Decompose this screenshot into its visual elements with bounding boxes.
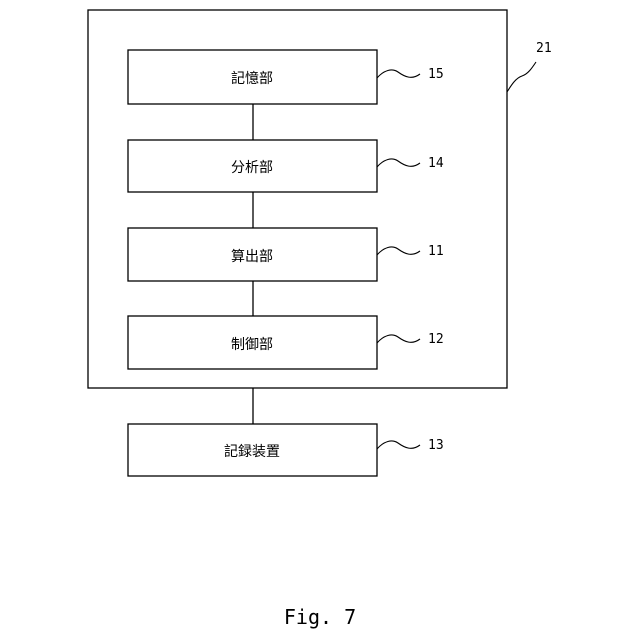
block-analysis-unit-label: 分析部 xyxy=(231,160,273,176)
container-ref-leader xyxy=(507,62,536,92)
block-calculation-unit-label: 算出部 xyxy=(231,249,273,265)
figure-caption: Fig. 7 xyxy=(284,605,356,629)
container-ref-number: 21 xyxy=(536,41,552,56)
block-recording-device-label: 記録装置 xyxy=(224,443,280,460)
block-control-unit-label: 制御部 xyxy=(231,337,273,353)
block-storage-unit-ref: 15 xyxy=(428,67,444,82)
block-storage-unit-label: 記憶部 xyxy=(231,70,273,87)
block-control-unit-leader xyxy=(377,335,420,343)
block-storage-unit-leader xyxy=(377,70,420,78)
block-control-unit-ref: 12 xyxy=(428,332,444,347)
block-calculation-unit-leader xyxy=(377,247,420,255)
block-recording-device-ref: 13 xyxy=(428,438,444,453)
block-recording-device-leader xyxy=(377,441,420,449)
block-analysis-unit-leader xyxy=(377,159,420,167)
block-calculation-unit-ref: 11 xyxy=(428,244,444,259)
block-analysis-unit-ref: 14 xyxy=(428,156,444,171)
